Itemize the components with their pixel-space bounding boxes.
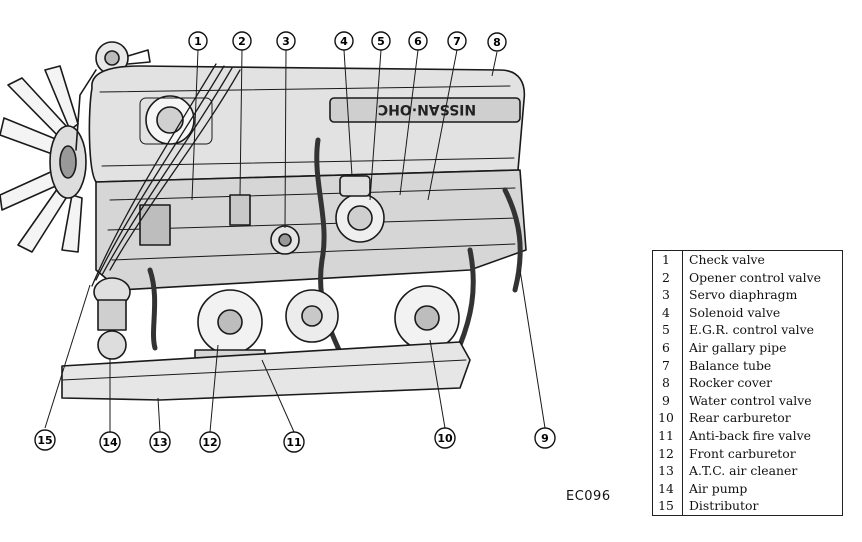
legend-num: 7 xyxy=(652,356,683,375)
callout-7: 7 xyxy=(447,31,467,51)
engine-block xyxy=(95,169,527,291)
legend-row: 3 Servo diaphragm xyxy=(652,286,843,304)
svg-text:4: 4 xyxy=(340,35,348,48)
svg-text:15: 15 xyxy=(37,434,52,447)
legend-label: Solenoid valve xyxy=(689,304,781,320)
legend-num: 15 xyxy=(652,497,683,516)
svg-text:14: 14 xyxy=(102,436,118,449)
callouts: 1 2 3 4 5 6 7 8 9 10 11 12 13 14 15 xyxy=(34,31,556,453)
center-air-cleaner xyxy=(285,289,339,343)
callout-12: 12 xyxy=(199,431,221,453)
svg-text:9: 9 xyxy=(541,432,549,445)
parts-legend: 1 Check valve 2 Opener control valve 3 Serv… xyxy=(652,250,843,516)
legend-num: 9 xyxy=(652,391,683,410)
callout-15: 15 xyxy=(34,429,56,451)
leader-lines xyxy=(44,49,546,433)
legend-label: A.T.C. air cleaner xyxy=(689,463,798,479)
callout-9: 9 xyxy=(534,427,556,449)
legend-row: 7 Balance tube xyxy=(652,356,843,375)
svg-text:13: 13 xyxy=(152,436,167,449)
legend-label: Distributor xyxy=(689,498,759,514)
callout-5: 5 xyxy=(371,31,391,51)
legend-row: 4 Solenoid valve xyxy=(652,303,843,322)
legend-row: 1 Check valve xyxy=(652,250,843,269)
callout-11: 11 xyxy=(283,431,305,453)
engine-diagram: NISSAN·OHC xyxy=(0,31,556,453)
air-pump xyxy=(97,330,127,360)
svg-text:1: 1 xyxy=(194,35,202,48)
legend-num: 4 xyxy=(652,303,683,322)
legend-row: 14 Air pump xyxy=(652,479,843,498)
atc-air-cleaner xyxy=(61,341,471,401)
distributor xyxy=(93,277,131,331)
legend-label: Rocker cover xyxy=(689,375,773,391)
ignition-wires xyxy=(91,63,241,287)
legend-row: 12 Front carburetor xyxy=(652,444,843,463)
svg-text:12: 12 xyxy=(202,436,217,449)
legend-label: E.G.R. control valve xyxy=(689,322,814,338)
legend-row: 8 Rocker cover xyxy=(652,374,843,392)
legend-row: 9 Water control valve xyxy=(652,391,843,410)
legend-num: 5 xyxy=(652,321,683,339)
legend-label: Air pump xyxy=(689,480,748,496)
callout-2: 2 xyxy=(232,31,252,51)
legend-body: 1 Check valve 2 Opener control valve 3 Serv… xyxy=(652,250,843,516)
callout-1: 1 xyxy=(188,31,208,51)
legend-num: 10 xyxy=(652,409,683,427)
legend-num: 3 xyxy=(652,286,683,304)
svg-text:3: 3 xyxy=(282,35,290,48)
legend-num: 8 xyxy=(652,374,683,392)
legend-num: 12 xyxy=(652,444,683,463)
legend-row: 6 Air gallary pipe xyxy=(652,338,843,357)
legend-num: 11 xyxy=(652,426,683,445)
svg-text:8: 8 xyxy=(493,36,501,49)
callout-13: 13 xyxy=(149,431,171,453)
callout-4: 4 xyxy=(334,31,354,51)
legend-row: 10 Rear carburetor xyxy=(652,409,843,427)
figure-code: EC096 xyxy=(566,489,611,504)
cooling-fan xyxy=(0,65,87,253)
legend-num: 14 xyxy=(652,479,683,498)
callout-3: 3 xyxy=(276,31,296,51)
callout-8: 8 xyxy=(487,32,507,52)
svg-text:2: 2 xyxy=(238,35,246,48)
svg-text:5: 5 xyxy=(377,35,385,48)
egr-control-valve xyxy=(335,175,385,243)
legend-label: Servo diaphragm xyxy=(689,287,798,303)
rocker-cover-brand: NISSAN·OHC xyxy=(378,101,476,117)
legend-row: 2 Opener control valve xyxy=(652,268,843,287)
svg-text:7: 7 xyxy=(453,35,461,48)
svg-text:11: 11 xyxy=(286,436,301,449)
legend-label: Front carburetor xyxy=(689,445,796,461)
legend-num: 6 xyxy=(652,338,683,357)
legend-row: 5 E.G.R. control valve xyxy=(652,321,843,339)
rear-carburetor xyxy=(394,285,460,351)
svg-text:10: 10 xyxy=(437,432,453,445)
legend-num: 13 xyxy=(652,462,683,480)
legend-label: Opener control valve xyxy=(689,269,821,285)
legend-label: Check valve xyxy=(689,252,765,267)
legend-row: 11 Anti-back fire valve xyxy=(652,426,843,445)
legend-label: Water control valve xyxy=(689,392,812,408)
legend-num: 2 xyxy=(652,268,683,287)
legend-num: 1 xyxy=(652,250,683,269)
legend-label: Balance tube xyxy=(689,357,772,373)
legend-row: 15 Distributor xyxy=(652,497,843,516)
legend-label: Anti-back fire valve xyxy=(689,427,811,443)
callout-6: 6 xyxy=(408,31,428,51)
callout-14: 14 xyxy=(99,431,121,453)
vacuum-unit xyxy=(75,41,151,151)
engine-illustration: NISSAN·OHC xyxy=(0,31,556,453)
svg-text:6: 6 xyxy=(414,35,422,48)
legend-label: Rear carburetor xyxy=(689,410,791,426)
legend-row: 13 A.T.C. air cleaner xyxy=(652,462,843,480)
legend-label: Air gallary pipe xyxy=(689,339,787,355)
callout-10: 10 xyxy=(434,427,456,449)
